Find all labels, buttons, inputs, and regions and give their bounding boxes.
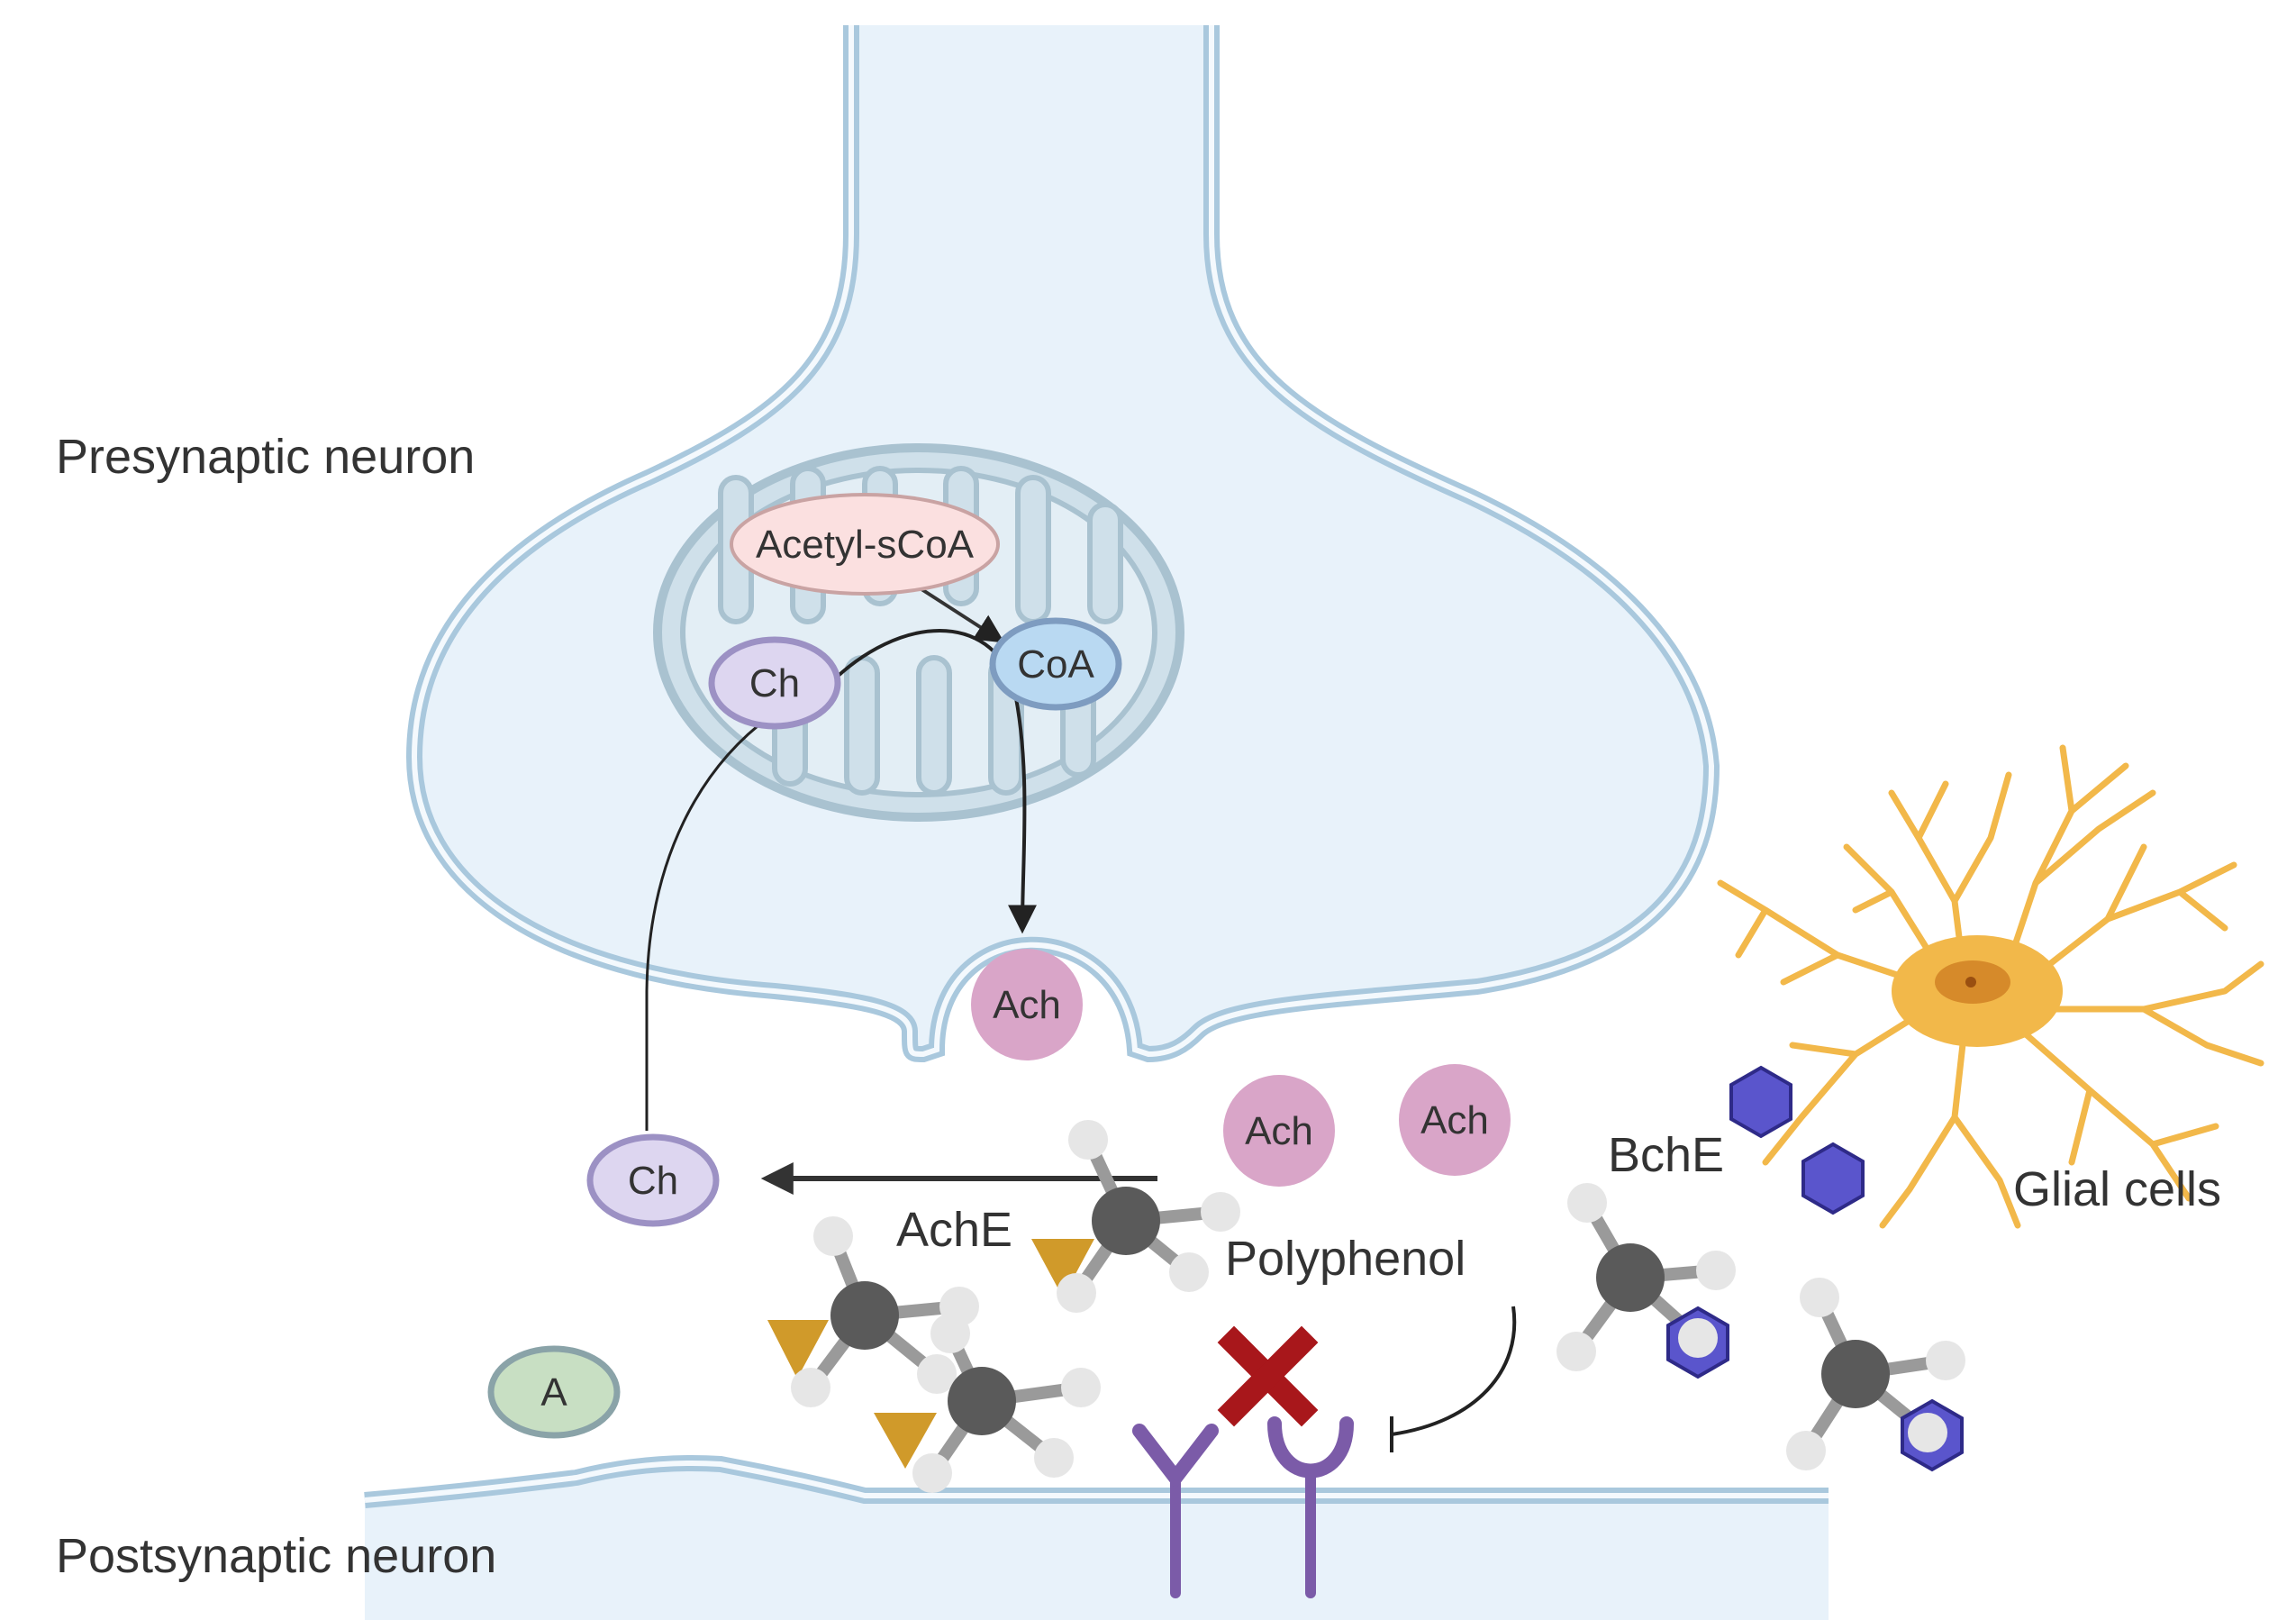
ache-label: AchE (896, 1203, 1012, 1257)
svg-text:Ach: Ach (993, 983, 1061, 1027)
ach-cleft-node: Ach (1223, 1075, 1335, 1187)
coa-node: CoA (989, 617, 1122, 711)
svg-text:Ach: Ach (1245, 1109, 1313, 1153)
svg-text:Ch: Ch (749, 661, 800, 705)
choline-cleft-node: Ch (586, 1133, 720, 1227)
ache-molecule (1031, 1120, 1240, 1313)
postsynaptic-label: Postsynaptic neuron (56, 1529, 496, 1583)
polyphenol-inhibition-line (1390, 1306, 1517, 1452)
ache-molecule (874, 1314, 1101, 1493)
choline-reuptake-line (645, 714, 771, 1131)
svg-text:Ch: Ch (628, 1159, 678, 1203)
glial-cells-label: Glial cells (2013, 1162, 2221, 1216)
ache-molecule (767, 1216, 979, 1407)
choline-mito-node: Ch (708, 636, 841, 730)
bche-label: BchE (1608, 1128, 1724, 1182)
block-x-icon (1217, 1325, 1319, 1427)
a-node: A (487, 1345, 621, 1439)
svg-text:Acetyl-sCoA: Acetyl-sCoA (756, 523, 975, 567)
postsynaptic-neuron (364, 1455, 1829, 1620)
acetyl-to-coa-arrow (917, 586, 1005, 643)
presynaptic-label: Presynaptic neuron (56, 430, 475, 484)
glial-cell (1717, 744, 2264, 1229)
svg-text:Ach: Ach (1420, 1098, 1489, 1142)
svg-text:A: A (540, 1370, 567, 1415)
polyphenol-label: Polyphenol (1225, 1232, 1466, 1286)
bche-molecule (1556, 1183, 1736, 1379)
ach-vesicle-node: Ach (971, 949, 1083, 1060)
bche-enzyme (1729, 1065, 1865, 1215)
svg-text:CoA: CoA (1017, 642, 1094, 687)
ach-cleft-node: Ach (1399, 1064, 1511, 1176)
receptor-cup (1267, 1416, 1354, 1598)
receptor-y (1132, 1424, 1219, 1598)
bche-molecule (1786, 1278, 1965, 1472)
glial-cell-body (1892, 935, 2063, 1047)
acetyl-scoa-node: Acetyl-sCoA (730, 493, 1000, 596)
